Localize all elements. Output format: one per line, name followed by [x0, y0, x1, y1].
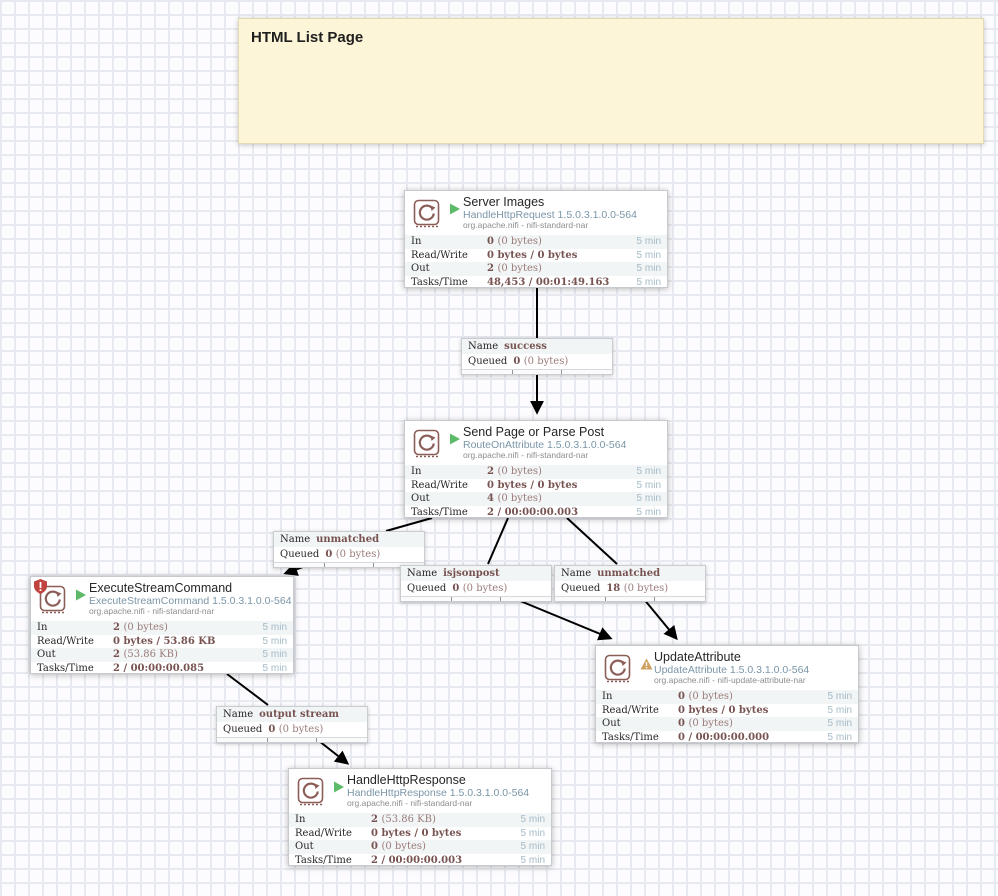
- flow-label[interactable]: HTML List Page: [238, 18, 984, 144]
- running-icon: [333, 780, 345, 793]
- processor-bundle: org.apache.nifi - nifi-standard-nar: [347, 798, 473, 809]
- processor-bundle: org.apache.nifi - nifi-update-attribute-…: [654, 675, 806, 686]
- processor-type: HandleHttpResponse 1.5.0.3.1.0.0-564: [347, 787, 530, 800]
- backpressure-bar: [401, 596, 551, 601]
- processor-type: ExecuteStreamCommand 1.5.0.3.1.0.0-564: [89, 595, 292, 608]
- backpressure-bar: [462, 369, 612, 374]
- connection-unmatched-left-a[interactable]: [385, 517, 433, 532]
- processor-executestreamcommand[interactable]: ExecuteStreamCommand ExecuteStreamComman…: [30, 576, 294, 674]
- connection-output-stream-a[interactable]: [226, 673, 269, 706]
- connection-isjsonpost-a[interactable]: [487, 517, 509, 565]
- restricted-shield-icon: [34, 579, 47, 594]
- processor-bundle: org.apache.nifi - nifi-standard-nar: [463, 220, 589, 231]
- connection-unmatched-right-b[interactable]: [642, 597, 678, 641]
- processor-name: Send Page or Parse Post: [463, 425, 605, 439]
- connection-unmatched-right-a[interactable]: [566, 517, 618, 565]
- processor-icon: [34, 579, 68, 614]
- processor-updateattribute[interactable]: UpdateAttribute UpdateAttribute 1.5.0.3.…: [595, 645, 859, 743]
- flow-label-title: HTML List Page: [251, 29, 364, 46]
- processor-bundle: org.apache.nifi - nifi-standard-nar: [89, 606, 215, 617]
- processor-icon: [603, 653, 633, 683]
- processor-name: ExecuteStreamCommand: [89, 581, 233, 595]
- processor-type: UpdateAttribute 1.5.0.3.1.0.0-564: [654, 664, 810, 677]
- processor-name: HandleHttpResponse: [347, 773, 466, 787]
- backpressure-bar: [555, 596, 705, 601]
- processor-send-page-or-parse-post[interactable]: Send Page or Parse Post RouteOnAttribute…: [404, 420, 668, 518]
- processor-handlehttpresponse[interactable]: HandleHttpResponse HandleHttpResponse 1.…: [288, 768, 552, 866]
- backpressure-bar: [274, 562, 424, 567]
- processor-icon: [412, 428, 442, 458]
- running-icon: [449, 202, 461, 215]
- processor-name: UpdateAttribute: [654, 650, 741, 664]
- backpressure-bar: [217, 737, 367, 742]
- processor-type: HandleHttpRequest 1.5.0.3.1.0.0-564: [463, 209, 637, 222]
- processor-icon: [412, 198, 442, 228]
- processor-bundle: org.apache.nifi - nifi-standard-nar: [463, 450, 589, 461]
- running-icon: [449, 432, 461, 445]
- processor-name: Server Images: [463, 195, 545, 209]
- running-icon: [75, 588, 87, 601]
- processor-type: RouteOnAttribute 1.5.0.3.1.0.0-564: [463, 439, 627, 452]
- processor-server-images[interactable]: Server Images HandleHttpRequest 1.5.0.3.…: [404, 190, 668, 288]
- warning-icon: [640, 657, 653, 670]
- connection-isjsonpost-b[interactable]: [512, 597, 613, 641]
- processor-icon: [296, 776, 326, 806]
